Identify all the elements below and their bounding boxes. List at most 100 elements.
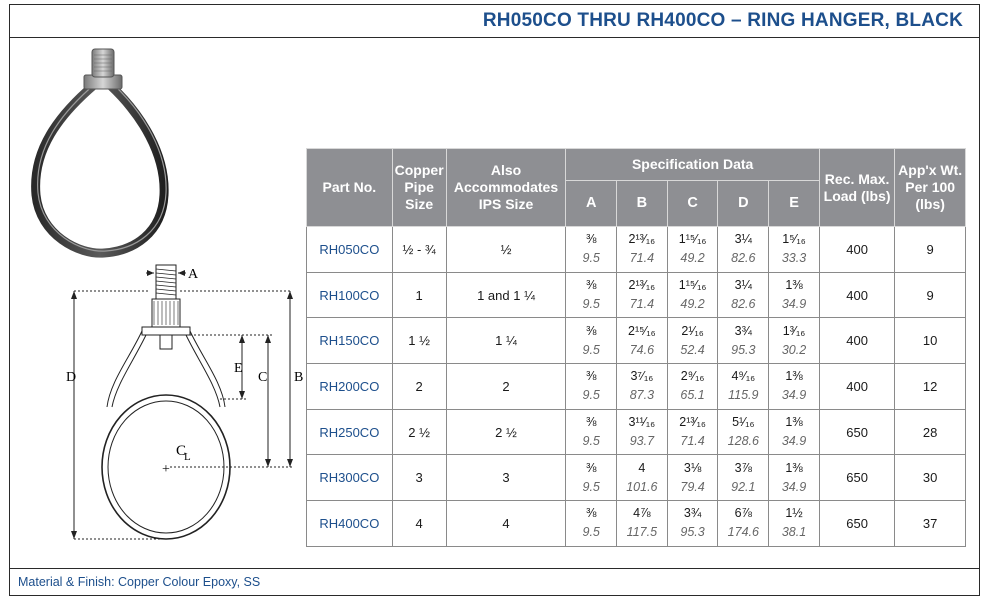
dim-c: 2¹³⁄₁₆ 71.4	[666, 408, 719, 456]
dim-e-mm: 34.9	[781, 297, 807, 312]
dim-c-mm: 65.1	[680, 388, 705, 403]
dim-a-mm: 9.5	[582, 388, 600, 403]
dim-e: 1⅜ 34.9	[768, 408, 820, 456]
copper-pipe-size: ½ - ¾	[391, 226, 447, 273]
weight-per-100: 28	[894, 408, 966, 456]
dim-a: ⅜ 9.5	[565, 317, 617, 365]
header-c: C	[666, 180, 719, 227]
dim-b-inches: 3⁷⁄₁₆	[630, 369, 654, 384]
dim-d-mm: 174.6	[727, 525, 759, 540]
copper-pipe-size: 3	[391, 454, 447, 502]
dim-e: 1⅜ 34.9	[768, 271, 820, 319]
rec-max-load: 650	[818, 500, 896, 547]
dim-b-inches: 3¹¹⁄₁₆	[628, 415, 656, 430]
ips-size: 2	[445, 363, 567, 410]
dim-b-inches: 4⅞	[633, 506, 651, 521]
dim-c-inches: 3⅛	[683, 460, 702, 475]
header-weight: App'x Wt. Per 100 (lbs)	[894, 148, 966, 227]
dim-a-inches: ⅜	[585, 460, 597, 475]
copper-pipe-size: 1 ½	[391, 317, 447, 365]
dim-e-inches: 1½	[785, 506, 803, 521]
ips-size: 2 ½	[445, 408, 567, 456]
dim-c-mm: 52.4	[680, 342, 705, 357]
dim-d-mm: 95.3	[731, 342, 756, 357]
rec-max-load: 650	[818, 408, 896, 456]
dim-a-mm: 9.5	[582, 434, 600, 449]
weight-per-100: 30	[894, 454, 966, 502]
dim-e-mm: 33.3	[781, 251, 807, 266]
dim-d-inches: 3⅞	[734, 460, 752, 475]
dim-b-mm: 101.6	[626, 479, 658, 494]
dim-b-mm: 87.3	[629, 388, 655, 403]
dim-e-inches: 1⅜	[785, 278, 803, 293]
dim-d: 3¾ 95.3	[717, 317, 770, 365]
label-a: A	[188, 267, 199, 282]
dim-b: 2¹³⁄₁₆ 71.4	[615, 271, 668, 319]
ips-size: 1 ¼	[445, 317, 567, 365]
dim-d-inches: 6⅞	[734, 506, 752, 521]
dim-e-mm: 34.9	[781, 388, 807, 403]
dim-b-mm: 71.4	[629, 297, 655, 312]
dim-d-inches: 3¼	[734, 278, 752, 293]
dim-e-mm: 34.9	[781, 434, 807, 449]
dim-c-inches: 3¾	[683, 506, 702, 521]
dim-b-mm: 71.4	[629, 251, 655, 266]
dim-a-mm: 9.5	[582, 342, 600, 357]
dim-d-inches: 3¾	[734, 323, 752, 338]
dim-e: 1⁵⁄₁₆ 33.3	[768, 226, 820, 273]
dim-e-mm: 34.9	[781, 479, 807, 494]
dim-a-inches: ⅜	[585, 369, 597, 384]
header-rec-max-load: Rec. Max. Load (lbs)	[818, 148, 896, 227]
rec-max-load: 400	[818, 317, 896, 365]
header-b: B	[615, 180, 668, 227]
weight-per-100: 12	[894, 363, 966, 410]
dim-c-inches: 2¹³⁄₁₆	[679, 415, 706, 430]
label-e: E	[234, 361, 243, 376]
dim-a-inches: ⅜	[585, 323, 597, 338]
rec-max-load: 400	[818, 226, 896, 273]
dim-c-mm: 79.4	[680, 479, 705, 494]
dim-b-mm: 117.5	[626, 525, 658, 540]
dim-a-inches: ⅜	[585, 278, 597, 293]
dim-c-inches: 2⁹⁄₁₆	[680, 369, 705, 384]
dim-e-inches: 1³⁄₁₆	[782, 323, 806, 338]
dim-e: 1⅜ 34.9	[768, 454, 820, 502]
dim-b-mm: 93.7	[629, 434, 655, 449]
dim-e-inches: 1⅜	[785, 415, 803, 430]
header-copper-pipe-size: Copper Pipe Size	[391, 148, 447, 227]
header-part-no: Part No.	[306, 148, 393, 227]
specification-table: Part No. Copper Pipe Size Also Accommoda…	[306, 148, 966, 547]
dim-d-inches: 3¼	[734, 232, 752, 247]
dim-b: 3¹¹⁄₁₆ 93.7	[615, 408, 668, 456]
label-c: C	[258, 370, 267, 385]
dim-e-mm: 38.1	[781, 525, 807, 540]
dim-b-inches: 2¹³⁄₁₆	[628, 278, 656, 293]
centerline-label: C	[176, 443, 186, 459]
dim-e-inches: 1⁵⁄₁₆	[782, 232, 806, 247]
dim-e-inches: 1⅜	[785, 460, 803, 475]
ring-hanger-photo	[31, 48, 169, 258]
dim-d-inches: 5¹⁄₁₆	[732, 415, 755, 430]
rec-max-load: 400	[818, 363, 896, 410]
dim-d: 6⅞ 174.6	[717, 500, 770, 547]
dim-c-mm: 71.4	[680, 434, 705, 449]
